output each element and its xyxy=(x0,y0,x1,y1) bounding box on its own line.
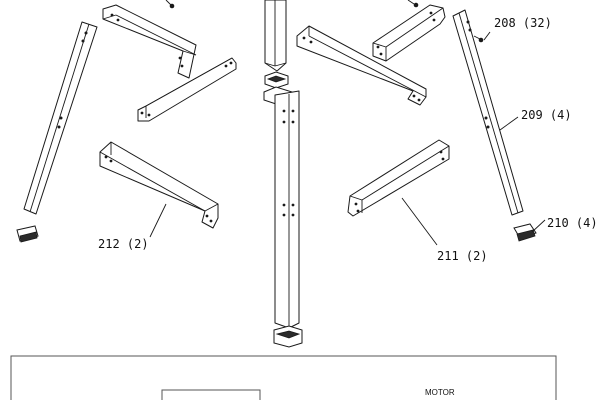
leader-209 xyxy=(499,116,519,131)
top-right-brace xyxy=(296,25,427,106)
bolt-208 xyxy=(473,35,484,43)
motor-box xyxy=(161,389,261,400)
center-upper-foot xyxy=(264,71,289,89)
callout-210: 210 (4) xyxy=(547,216,598,230)
center-lower-post xyxy=(263,86,300,329)
callout-208: 208 (32) xyxy=(494,16,552,30)
motor-label: MOTOR xyxy=(425,388,455,397)
panel-frame xyxy=(10,355,557,400)
short-angle-right xyxy=(372,4,446,62)
left-leg-foot xyxy=(16,225,39,243)
bottom-panel: MOTOR xyxy=(10,355,557,400)
bolt-top-left xyxy=(165,0,175,9)
cross-brace-212 xyxy=(99,141,219,229)
bolt-top-right xyxy=(407,0,419,8)
center-upper-post xyxy=(264,0,287,72)
leader-211 xyxy=(401,197,438,246)
callout-212: 212 (2) xyxy=(98,237,149,251)
center-lower-foot xyxy=(273,325,303,348)
short-angle-left xyxy=(137,57,237,122)
right-leg xyxy=(452,9,524,216)
right-leg-foot xyxy=(513,223,537,242)
leader-212 xyxy=(149,203,167,238)
cross-brace-211 xyxy=(347,139,450,217)
leader-210 xyxy=(531,219,546,233)
leader-208 xyxy=(483,31,491,41)
top-left-brace xyxy=(102,4,197,79)
callout-211: 211 (2) xyxy=(437,249,488,263)
callout-209: 209 (4) xyxy=(521,108,572,122)
left-leg xyxy=(23,21,98,215)
